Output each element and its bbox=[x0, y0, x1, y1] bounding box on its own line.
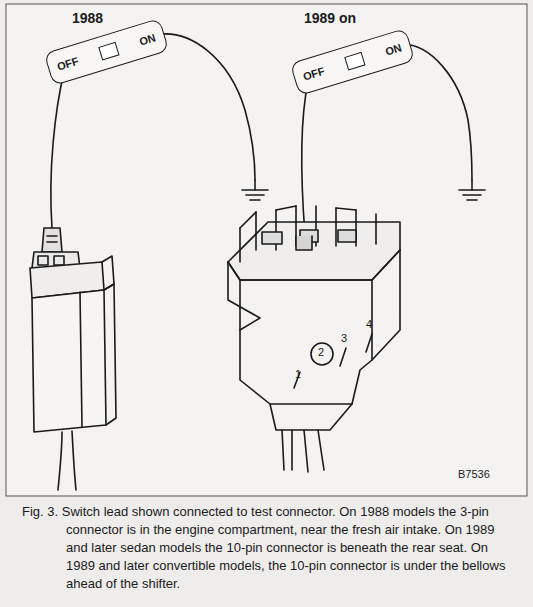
year-heading: 1988 bbox=[72, 10, 103, 26]
year-heading: 1989 on bbox=[304, 10, 356, 26]
figure-frame bbox=[6, 4, 527, 496]
toggle-switch: OFF ON bbox=[43, 18, 168, 86]
pin-number: 3 bbox=[341, 332, 347, 344]
leader-line bbox=[366, 334, 372, 352]
switch-label: OFF bbox=[55, 55, 80, 73]
figure-code: B7536 bbox=[458, 468, 490, 480]
switch-label: OFF bbox=[301, 65, 326, 83]
leader-line bbox=[340, 348, 346, 366]
three-pin-connector bbox=[30, 228, 116, 490]
rocker bbox=[344, 52, 365, 71]
ground-lead bbox=[398, 45, 472, 180]
pin-number: 1 bbox=[295, 368, 301, 380]
callout-circle bbox=[311, 343, 333, 365]
switch-label: ON bbox=[383, 41, 402, 57]
ten-pin-connector bbox=[228, 206, 400, 472]
switch-label: ON bbox=[137, 31, 156, 47]
pin-number: 4 bbox=[366, 318, 372, 330]
switch-lead bbox=[51, 72, 64, 228]
rocker bbox=[98, 42, 119, 61]
pin-number: 2 bbox=[318, 346, 324, 358]
figure-caption: Fig. 3. Switch lead shown connected to t… bbox=[22, 503, 514, 593]
ground-lead bbox=[150, 34, 255, 180]
toggle-switch: OFF ON bbox=[289, 28, 414, 96]
switch-lead bbox=[302, 82, 308, 235]
ground-symbol bbox=[242, 180, 268, 200]
ground-symbol bbox=[459, 180, 485, 200]
